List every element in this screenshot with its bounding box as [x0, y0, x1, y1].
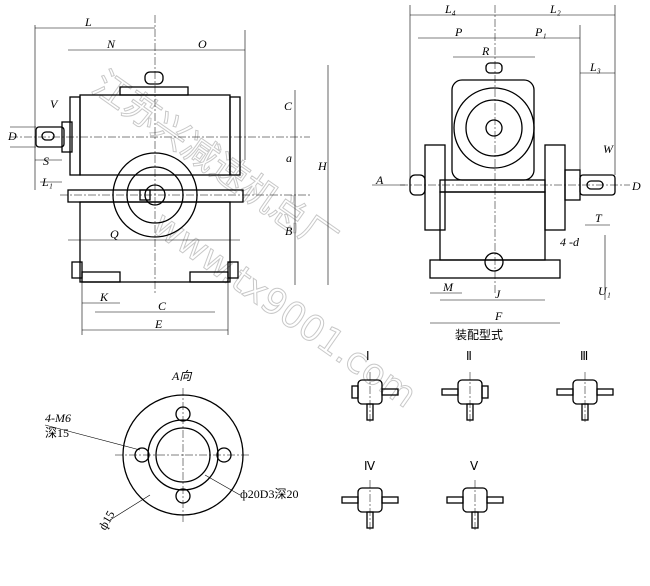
assembly-title: 装配型式 — [455, 328, 503, 342]
assembly-label-3: Ⅲ — [580, 349, 588, 363]
dim-H: H — [317, 159, 328, 173]
dim-V: V — [50, 97, 59, 111]
assembly-type-5 — [446, 480, 504, 532]
dim-B: B — [285, 224, 293, 238]
dim-L3: L₃ — [589, 60, 601, 74]
assembly-type-2 — [441, 372, 489, 424]
dim-Q: Q — [110, 227, 119, 241]
dim-4d: 4 -d — [560, 235, 580, 249]
dim-D: D — [7, 129, 17, 143]
dim-L4: L₄ — [444, 2, 456, 16]
side-view — [372, 5, 630, 324]
view-arrow-A: A — [375, 173, 384, 187]
dim-a: a — [286, 151, 292, 165]
dim-R: R — [481, 44, 490, 58]
dim-L1: L₁ — [41, 175, 53, 189]
dim-C-bottom: C — [158, 299, 167, 313]
front-view-labels: L N O V D S L₁ C a H B Q K C E — [7, 15, 328, 331]
dim-N: N — [106, 37, 116, 51]
dim-C-top: C — [284, 99, 293, 113]
assembly-label-2: Ⅱ — [466, 349, 472, 363]
assembly-label-5: Ⅴ — [470, 459, 479, 473]
flange-holes: 4-M6 — [45, 411, 71, 425]
assembly-types: Ⅰ Ⅱ Ⅲ Ⅳ Ⅴ — [341, 349, 614, 532]
dim-L2: L₂ — [549, 2, 561, 16]
dim-U1: U₁ — [598, 284, 611, 298]
dim-D-side: D — [631, 179, 641, 193]
flange-view: A向 4-M6 深15 ф15 ф20D3深20 — [44, 369, 298, 532]
dim-E: E — [154, 317, 163, 331]
flange-pcd: ф15 — [96, 508, 118, 532]
assembly-type-4 — [341, 480, 399, 532]
dim-J: J — [495, 287, 501, 301]
dim-O: O — [198, 37, 207, 51]
front-view — [10, 15, 329, 335]
dim-S: S — [43, 154, 49, 168]
dim-P1: P₁ — [534, 25, 547, 39]
dim-F: F — [494, 309, 503, 323]
assembly-type-1 — [351, 372, 399, 424]
side-view-labels: L₄ L₂ P P₁ R L₃ W A D T 4 -d M J U₁ F 装配… — [375, 2, 641, 342]
flange-depth: 深15 — [45, 426, 69, 440]
flange-title: A向 — [171, 369, 192, 383]
dim-T: T — [595, 211, 603, 225]
dim-K: K — [99, 290, 109, 304]
svg-text:江苏兴减速机总厂: 江苏兴减速机总厂 — [85, 64, 344, 263]
dim-W: W — [603, 142, 614, 156]
assembly-type-3 — [556, 372, 614, 424]
dim-P: P — [454, 25, 463, 39]
assembly-label-1: Ⅰ — [366, 349, 370, 363]
dim-L: L — [84, 15, 92, 29]
flange-bore: ф20D3深20 — [240, 487, 298, 501]
assembly-label-4: Ⅳ — [364, 459, 375, 473]
dim-M: M — [442, 280, 454, 294]
